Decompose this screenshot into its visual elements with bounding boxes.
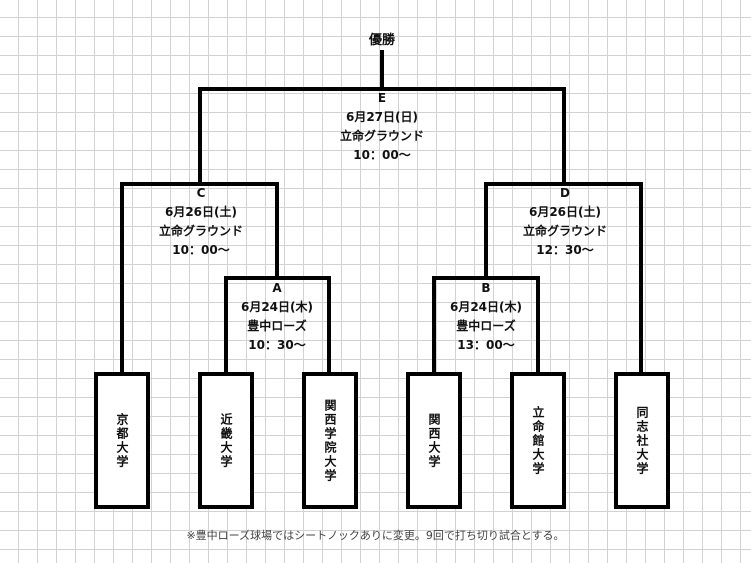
match-c-date: 6月26日(土) (164, 205, 238, 219)
match-b-info: 6月24日(木) 豊中ローズ 13：00〜 (421, 298, 551, 355)
match-e-venue: 立命グラウンド (339, 129, 424, 143)
match-c-info: 6月26日(土) 立命グラウンド 10：00〜 (136, 203, 266, 260)
team-name: 関西学院大学 (323, 398, 337, 483)
match-b-time: 13：00〜 (457, 338, 515, 352)
bracket-match-c (120, 182, 279, 375)
match-b-venue: 豊中ローズ (456, 319, 516, 333)
match-a-info: 6月24日(木) 豊中ローズ 10：30〜 (212, 298, 342, 355)
match-e-date: 6月27日(日) (345, 110, 419, 124)
team-box-kyoto: 京都大学 (94, 372, 150, 509)
team-box-kansai: 関西大学 (406, 372, 462, 509)
match-d-time: 12：30〜 (536, 243, 594, 257)
bracket-match-a (224, 276, 331, 375)
match-d-date: 6月26日(土) (528, 205, 602, 219)
team-name: 立命館大学 (531, 405, 545, 476)
match-b-id: B (481, 281, 491, 295)
match-e-id: E (377, 91, 387, 105)
match-d-info: 6月26日(土) 立命グラウンド 12：30〜 (500, 203, 630, 260)
champion-label: 優勝 (368, 33, 395, 48)
footnote: ※豊中ローズ球場ではシートノックありに変更。9回で打ち切り試合とする。 (186, 529, 565, 542)
match-a-venue: 豊中ローズ (247, 319, 307, 333)
match-d-id: D (560, 186, 570, 200)
team-box-kindai: 近畿大学 (198, 372, 254, 509)
bracket-match-b (432, 276, 540, 375)
match-c-venue: 立命グラウンド (158, 224, 243, 238)
match-a-date: 6月24日(木) (240, 300, 314, 314)
match-e-info: 6月27日(日) 立命グラウンド 10：00〜 (317, 108, 447, 165)
match-a-id: A (272, 281, 282, 295)
team-name: 同志社大学 (635, 405, 649, 476)
team-box-kwansei: 関西学院大学 (302, 372, 358, 509)
bracket-match-e (198, 87, 566, 186)
match-b-date: 6月24日(木) (449, 300, 523, 314)
match-d-venue: 立命グラウンド (522, 224, 607, 238)
team-box-ritsumeikan: 立命館大学 (510, 372, 566, 509)
team-name: 近畿大学 (219, 412, 233, 469)
bracket-match-d (484, 182, 643, 375)
match-e-time: 10：00〜 (353, 148, 411, 162)
team-box-doshisha: 同志社大学 (614, 372, 670, 509)
team-name: 関西大学 (427, 412, 441, 469)
team-name: 京都大学 (115, 412, 129, 469)
match-a-time: 10：30〜 (248, 338, 306, 352)
match-c-time: 10：00〜 (172, 243, 230, 257)
match-c-id: C (196, 186, 206, 200)
